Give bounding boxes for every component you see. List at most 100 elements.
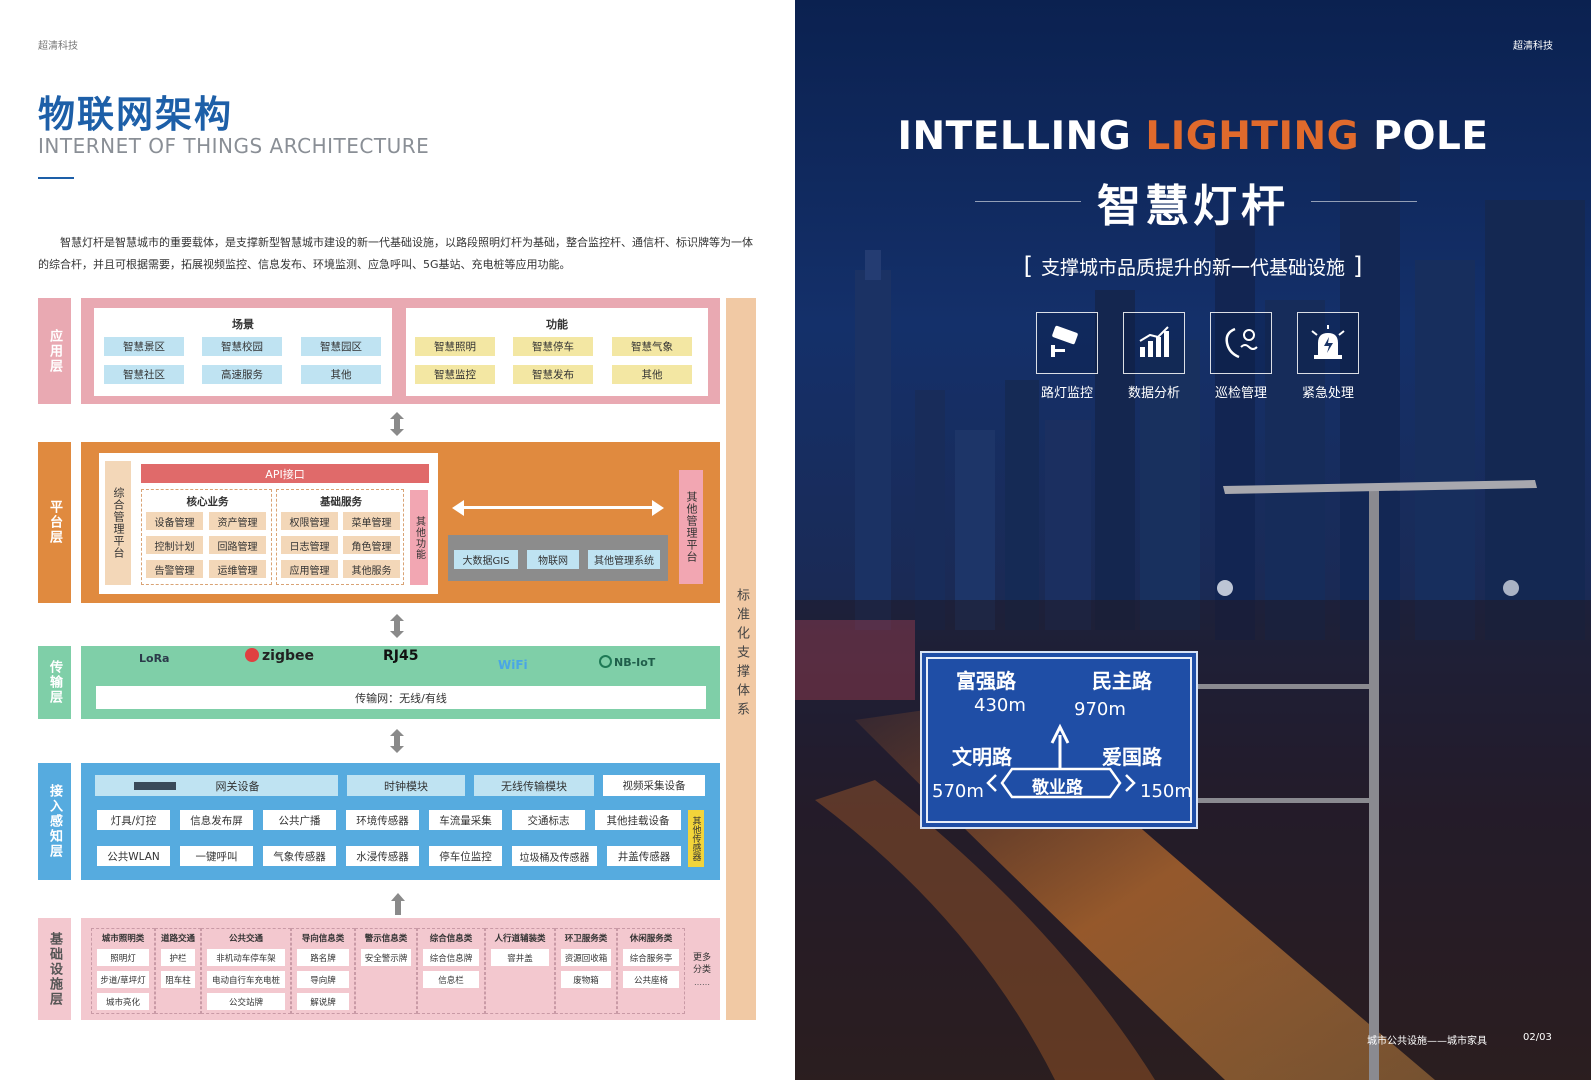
bracket-close: ] bbox=[1353, 252, 1363, 280]
product-title-cn: 智慧灯杆 bbox=[1097, 181, 1289, 232]
wifi-logo: WiFi bbox=[498, 658, 528, 672]
transport-network: 传输网：无线/有线 bbox=[96, 686, 706, 709]
sensor-item: 车流量采集 bbox=[429, 810, 502, 830]
layer-label-infra: 基础设施层 bbox=[38, 918, 71, 1020]
alarm-icon bbox=[1297, 312, 1359, 374]
layer-label-platform: 平台层 bbox=[38, 442, 71, 603]
road-sign-border bbox=[926, 657, 1192, 823]
system-item: 物联网 bbox=[527, 550, 579, 569]
infra-column-heading: 公共交通 bbox=[228, 934, 263, 944]
infra-column-heading: 综合信息类 bbox=[429, 934, 473, 944]
zigbee-icon bbox=[245, 648, 259, 662]
basic-item: 角色管理 bbox=[343, 536, 400, 554]
core-item: 告警管理 bbox=[146, 560, 203, 578]
footer-text: 城市公共设施——城市家具 bbox=[1367, 1036, 1487, 1047]
sensor-item: 井盖传感器 bbox=[607, 846, 681, 866]
infra-item: 护栏 bbox=[161, 949, 195, 966]
basic-item: 应用管理 bbox=[281, 560, 338, 578]
basic-item: 其他服务 bbox=[343, 560, 400, 578]
infra-item: 步道/草坪灯 bbox=[97, 971, 149, 988]
title-part: INTELLING bbox=[897, 114, 1146, 159]
infra-column-heading: 人行道辅装类 bbox=[494, 934, 546, 944]
more-categories-dots: …… bbox=[694, 978, 710, 987]
core-business-heading: 核心业务 bbox=[186, 496, 229, 508]
infra-item: 非机动车停车架 bbox=[207, 949, 285, 966]
right-page: 超清科技 INTELLING LIGHTING POLE 智慧灯杆 [支撑城市品… bbox=[795, 0, 1591, 1080]
sign-distance: 970m bbox=[1074, 699, 1126, 720]
feature-label: 紧急处理 bbox=[1301, 386, 1354, 401]
function-item: 智慧发布 bbox=[513, 365, 593, 384]
page-title: 物联网架构 bbox=[38, 93, 233, 136]
title-divider-right bbox=[1311, 201, 1417, 202]
nbiot-logo: NB-IoT bbox=[599, 655, 655, 669]
updown-arrow-icon bbox=[390, 729, 404, 753]
video-capture-device: 视频采集设备 bbox=[603, 775, 705, 796]
infra-column: 公共交通 非机动车停车架 电动自行车充电桩 公交站牌 bbox=[201, 928, 291, 1014]
scene-item: 智慧校园 bbox=[202, 337, 282, 356]
infra-layer-panel bbox=[81, 918, 720, 1020]
scene-item: 智慧园区 bbox=[301, 337, 381, 356]
sensor-item: 水浸传感器 bbox=[346, 846, 419, 866]
system-item: 其他管理系统 bbox=[588, 550, 660, 569]
scene-item: 其他 bbox=[301, 365, 381, 384]
clock-module: 时钟模块 bbox=[347, 775, 465, 796]
sensor-item: 垃圾桶及传感器 bbox=[512, 846, 597, 866]
feature-label: 路灯监控 bbox=[1040, 386, 1093, 401]
gateway-device: 网关设备 bbox=[95, 775, 338, 796]
left-page: 超清科技 物联网架构 INTERNET OF THINGS ARCHITECTU… bbox=[0, 0, 795, 1080]
infra-column-heading: 城市照明类 bbox=[101, 934, 145, 944]
infra-item: 阻车柱 bbox=[161, 971, 195, 988]
patrol-icon bbox=[1210, 312, 1272, 374]
other-sensors: 其他传感器 bbox=[688, 810, 704, 867]
infra-item: 城市亮化 bbox=[97, 993, 149, 1010]
product-title-en: INTELLING LIGHTING POLE bbox=[795, 114, 1591, 159]
sensor-item: 信息发布屏 bbox=[180, 810, 253, 830]
other-functions: 其他功能 bbox=[410, 490, 428, 585]
core-item: 回路管理 bbox=[209, 536, 266, 554]
feature-data-analysis: 数据分析 bbox=[1121, 312, 1187, 401]
sign-road-name: 爱国路 bbox=[1102, 745, 1162, 769]
bracket-open: [ bbox=[1023, 252, 1033, 280]
sign-road-name: 文明路 bbox=[952, 745, 1012, 769]
standard-support-label: 标准化支撑体系 bbox=[734, 588, 749, 721]
sign-road-name: 民主路 bbox=[1092, 669, 1152, 693]
updown-arrow-icon bbox=[390, 614, 404, 638]
feature-emergency: 紧急处理 bbox=[1295, 312, 1361, 401]
sign-distance: 430m bbox=[974, 695, 1026, 716]
scene-heading: 场景 bbox=[232, 318, 254, 331]
feature-street-monitor: 路灯监控 bbox=[1034, 312, 1100, 401]
zigbee-logo: zigbee bbox=[245, 648, 314, 664]
infra-column-heading: 导向信息类 bbox=[301, 934, 345, 944]
sensor-item: 气象传感器 bbox=[263, 846, 336, 866]
feature-patrol-management: 巡检管理 bbox=[1208, 312, 1274, 401]
infra-item: 废物箱 bbox=[561, 971, 611, 988]
function-item: 智慧停车 bbox=[513, 337, 593, 356]
infra-column-heading: 警示信息类 bbox=[364, 934, 408, 944]
infra-column: 综合信息类 综合信息牌 信息栏 bbox=[417, 928, 485, 1014]
infra-column: 道路交通 护栏 阻车柱 bbox=[155, 928, 201, 1014]
layer-label-transport: 传输层 bbox=[38, 646, 71, 719]
infra-column: 环卫服务类 资源回收箱 废物箱 bbox=[555, 928, 617, 1014]
sign-distance: 570m bbox=[932, 781, 984, 802]
tagline-text: 支撑城市品质提升的新一代基础设施 bbox=[1040, 257, 1345, 279]
infra-column-heading: 道路交通 bbox=[160, 934, 195, 944]
other-platform: 其他管理平台 bbox=[679, 470, 703, 584]
standard-support-bar: 标准化支撑体系 bbox=[726, 298, 756, 1020]
core-item: 设备管理 bbox=[146, 512, 203, 530]
city-skyline-background bbox=[795, 120, 1591, 1080]
core-business-group: 核心业务 bbox=[141, 489, 272, 585]
core-item: 控制计划 bbox=[146, 536, 203, 554]
double-arrow-icon bbox=[452, 500, 664, 516]
function-item: 其他 bbox=[612, 365, 692, 384]
basic-item: 权限管理 bbox=[281, 512, 338, 530]
infra-item: 综合信息牌 bbox=[423, 949, 479, 966]
basic-item: 菜单管理 bbox=[343, 512, 400, 530]
infra-column: 人行道辅装类 窨井盖 bbox=[485, 928, 555, 1014]
product-tagline: [ 支撑城市品质提升的新一代基础设施] bbox=[795, 252, 1591, 280]
globe-icon bbox=[599, 655, 612, 668]
infra-item: 公共座椅 bbox=[623, 971, 679, 988]
infra-item: 电动自行车充电桩 bbox=[207, 971, 285, 988]
infra-item: 资源回收箱 bbox=[561, 949, 611, 966]
function-item: 智慧照明 bbox=[415, 337, 495, 356]
infra-item: 信息栏 bbox=[423, 971, 479, 988]
